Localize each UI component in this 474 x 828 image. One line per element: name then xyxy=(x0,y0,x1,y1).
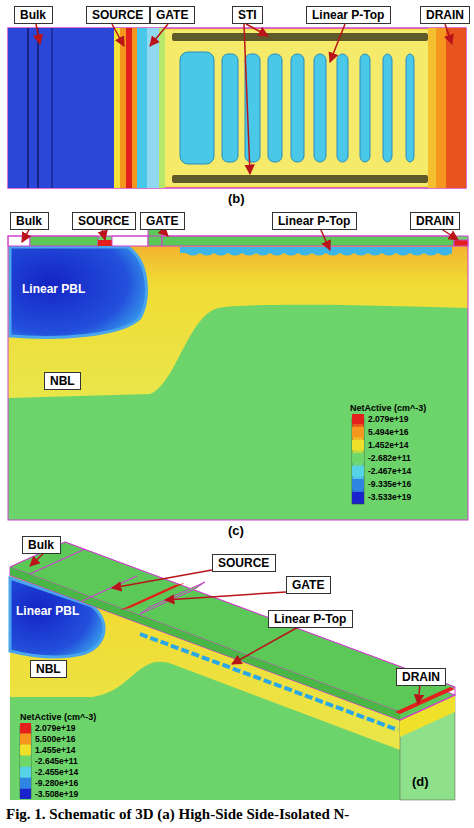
legend-swatch xyxy=(352,466,364,476)
legend-value: 2.079e+19 xyxy=(368,414,408,424)
callout-box: Linear P-Top xyxy=(272,212,357,230)
callout-label: Bulk xyxy=(20,8,47,22)
callout-label: SOURCE xyxy=(78,214,130,228)
legend-value: 5.494e+16 xyxy=(368,427,408,437)
legend-swatch xyxy=(20,778,31,788)
legend-swatch xyxy=(20,734,31,744)
callout-box: GATE xyxy=(286,576,331,594)
legend-value: -2.682e+11 xyxy=(368,453,411,463)
callout-label: Linear P-Top xyxy=(312,8,385,22)
callout-label: GATE xyxy=(292,578,325,592)
legend-swatch xyxy=(352,440,364,450)
legend-swatch xyxy=(20,756,31,766)
legend-swatch xyxy=(352,492,364,502)
legend-entry: 5.494e+16 xyxy=(352,426,408,437)
legend-swatch xyxy=(352,427,364,437)
callout-box: GATE xyxy=(140,212,185,230)
callout-box: Bulk xyxy=(10,212,49,230)
callout-box: Bulk xyxy=(14,6,53,24)
legend-swatch xyxy=(20,767,31,777)
panel-label: (c) xyxy=(228,523,244,538)
callout-box: SOURCE xyxy=(212,554,276,572)
legend-entry: -2.645e+11 xyxy=(20,755,78,766)
callout-box: DRAIN xyxy=(420,6,470,24)
callout-label: Linear P-Top xyxy=(278,214,351,228)
callout-box: SOURCE xyxy=(72,212,136,230)
legend-value: -3.533e+19 xyxy=(368,492,411,502)
region-label: Linear PBL xyxy=(22,282,85,296)
legend-swatch xyxy=(352,479,364,489)
callout-label: Linear P-Top xyxy=(274,612,347,626)
callout-label: Bulk xyxy=(28,538,55,552)
legend-entry: -9.280e+16 xyxy=(20,777,78,788)
panel-label: (d) xyxy=(412,774,429,789)
callout-label: SOURCE xyxy=(218,556,270,570)
legend-entry: 2.079e+19 xyxy=(20,722,75,733)
top-view xyxy=(8,24,466,188)
callout-box: DRAIN xyxy=(410,212,460,230)
cross-section xyxy=(8,228,468,520)
legend-value: -2.467e+14 xyxy=(368,466,411,476)
region-label: Linear PBL xyxy=(16,604,79,618)
callout-box: Linear P-Top xyxy=(268,610,353,628)
legend-entry: -3.533e+19 xyxy=(352,491,411,502)
callout-box: GATE xyxy=(150,6,195,24)
legend-value: 5.500e+16 xyxy=(35,734,75,744)
legend-entry: -3.508e+19 xyxy=(20,788,78,799)
legend-entry: -2.455e+14 xyxy=(20,766,78,777)
callout-label: NBL xyxy=(36,662,61,676)
legend-value: -2.645e+11 xyxy=(35,756,78,766)
callout-label: DRAIN xyxy=(426,8,464,22)
callout-box: SOURCE xyxy=(86,6,150,24)
callout-label: GATE xyxy=(146,214,179,228)
legend-value: 1.452e+14 xyxy=(368,440,408,450)
legend-entry: 1.452e+14 xyxy=(352,439,408,450)
callout-label: DRAIN xyxy=(402,670,440,684)
legend-entry: -9.335e+16 xyxy=(352,478,411,489)
legend-title: NetActive (cm^-3) xyxy=(20,712,96,722)
legend-title: NetActive (cm^-3) xyxy=(350,403,426,413)
legend-entry: 1.455e+14 xyxy=(20,744,75,755)
legend-swatch xyxy=(20,723,31,733)
legend-swatch xyxy=(352,414,364,424)
legend-entry: 5.500e+16 xyxy=(20,733,75,744)
legend-value: -9.335e+16 xyxy=(368,479,411,489)
callout-label: Bulk xyxy=(16,214,43,228)
panel-label: (b) xyxy=(228,191,245,206)
device-3d xyxy=(10,542,455,800)
callout-box: Linear P-Top xyxy=(306,6,391,24)
figure-caption: Fig. 1. Schematic of 3D (a) High-Side Si… xyxy=(6,806,349,823)
legend-value: -2.455e+14 xyxy=(35,767,78,777)
callout-box: DRAIN xyxy=(396,668,446,686)
legend-swatch xyxy=(20,789,31,799)
legend-entry: -2.467e+14 xyxy=(352,465,411,476)
legend-value: 1.455e+14 xyxy=(35,745,75,755)
legend-entry: -2.682e+11 xyxy=(352,452,411,463)
callout-label: DRAIN xyxy=(416,214,454,228)
callout-label: NBL xyxy=(50,374,75,388)
legend-swatch xyxy=(352,453,364,463)
legend-entry: 2.079e+19 xyxy=(352,413,408,424)
legend-value: 2.079e+19 xyxy=(35,723,75,733)
callout-box: STI xyxy=(232,6,263,24)
legend-value: -9.280e+16 xyxy=(35,778,78,788)
callout-label: GATE xyxy=(156,8,189,22)
legend-value: -3.508e+19 xyxy=(35,789,78,799)
callout-box: NBL xyxy=(30,660,67,678)
callout-box: NBL xyxy=(44,372,81,390)
legend-swatch xyxy=(20,745,31,755)
callout-box: Bulk xyxy=(22,536,61,554)
callout-label: STI xyxy=(238,8,257,22)
callout-label: SOURCE xyxy=(92,8,144,22)
